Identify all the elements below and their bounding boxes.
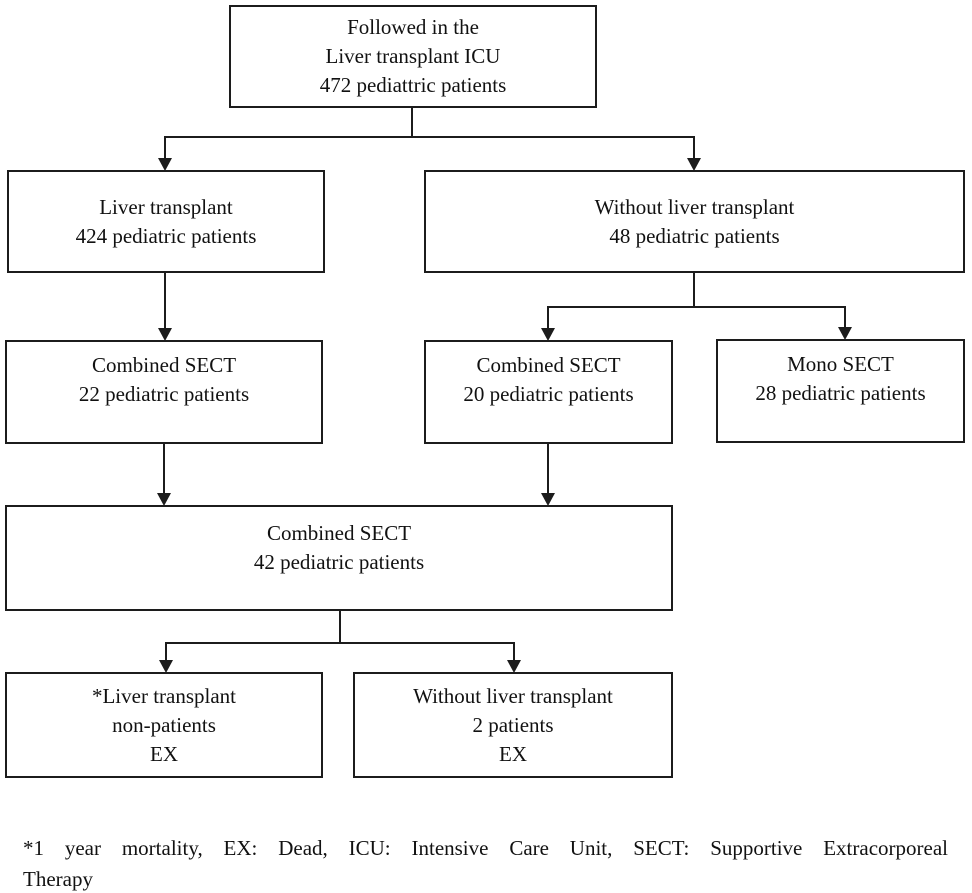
node-text-line: Followed in the — [347, 15, 479, 39]
node-text-line: 472 pediattric patients — [319, 73, 507, 97]
connector-line — [165, 642, 515, 644]
arrowhead-down-icon — [158, 158, 172, 171]
connector-line — [164, 272, 166, 330]
arrowhead-down-icon — [541, 328, 555, 341]
arrowhead-down-icon — [687, 158, 701, 171]
node-text-line: Combined SECT — [91, 353, 237, 377]
node-without-liver-transplant: Without liver transplant 48 pediatric pa… — [424, 170, 965, 273]
arrowhead-down-icon — [838, 327, 852, 340]
node-text-line: Mono SECT — [787, 352, 894, 376]
node-text-line: 424 pediatric patients — [75, 223, 257, 248]
connector-line — [339, 609, 341, 644]
node-text-line: non-patients — [112, 712, 216, 737]
connector-line — [165, 642, 167, 662]
node-text-line: 28 pediatric patients — [755, 381, 926, 405]
arrowhead-down-icon — [157, 493, 171, 506]
connector-line — [164, 136, 695, 138]
connector-line — [547, 306, 549, 330]
node-text-line: Combined SECT — [476, 353, 621, 377]
connector-line — [547, 443, 549, 495]
node-liver-transplant: Liver transplant 424 pediatric patients — [7, 170, 325, 273]
node-text-line: Liver transplant — [99, 194, 233, 219]
arrowhead-down-icon — [158, 328, 172, 341]
node-text-line: Combined SECT — [266, 521, 412, 545]
connector-line — [547, 306, 846, 308]
node-liver-transplant-nonpatients-ex: *Liver transplant non-patients EX — [5, 672, 323, 778]
node-combined-sect-20: Combined SECT 20 pediatric patients — [424, 340, 673, 444]
node-text-line: 48 pediatric patients — [609, 223, 780, 248]
footnote-line: Therapy — [23, 867, 93, 891]
node-combined-sect-22: Combined SECT 22 pediatric patients — [5, 340, 323, 444]
connector-line — [163, 443, 165, 495]
arrowhead-down-icon — [507, 660, 521, 673]
node-text-line: 42 pediatric patients — [253, 550, 425, 574]
connector-line — [411, 107, 413, 138]
node-text-line: 20 pediatric patients — [463, 382, 634, 406]
node-text-line: Without liver transplant — [413, 683, 613, 708]
node-without-liver-transplant-2-ex: Without liver transplant 2 patients EX — [353, 672, 673, 778]
connector-line — [693, 136, 695, 160]
connector-line — [513, 642, 515, 662]
arrowhead-down-icon — [541, 493, 555, 506]
footnote-line: *1 year mortality, EX: Dead, ICU: Intens… — [23, 836, 948, 860]
node-combined-sect-42: Combined SECT 42 pediatric patients — [5, 505, 673, 611]
node-text-line: EX — [150, 741, 178, 766]
connector-line — [693, 272, 695, 308]
connector-line — [844, 306, 846, 330]
node-text-line: Liver transplant ICU — [325, 44, 501, 68]
node-followed-icu: Followed in the Liver transplant ICU 472… — [229, 5, 597, 108]
node-mono-sect-28: Mono SECT 28 pediatric patients — [716, 339, 965, 443]
footnote: *1 year mortality, EX: Dead, ICU: Intens… — [23, 833, 948, 893]
node-text-line: *Liver transplant — [91, 683, 237, 708]
node-text-line: EX — [499, 741, 527, 766]
arrowhead-down-icon — [159, 660, 173, 673]
node-text-line: 22 pediatric patients — [78, 382, 250, 406]
node-text-line: Without liver transplant — [594, 194, 795, 219]
node-text-line: 2 patients — [472, 712, 554, 737]
connector-line — [164, 136, 166, 160]
